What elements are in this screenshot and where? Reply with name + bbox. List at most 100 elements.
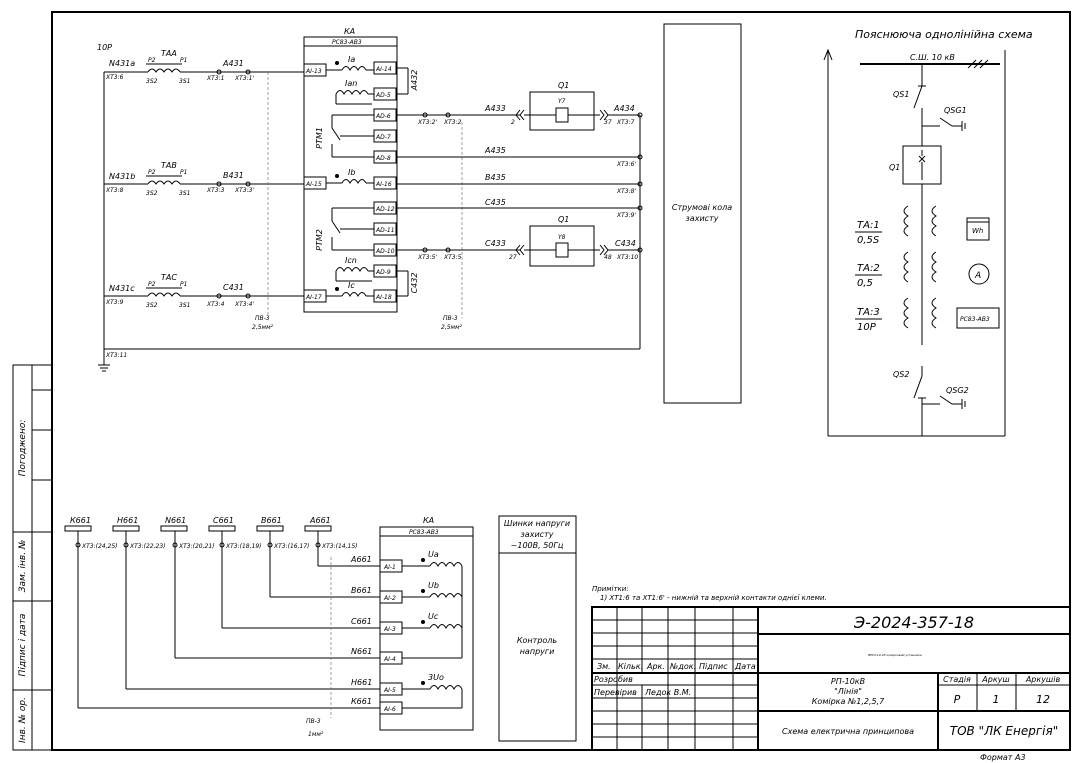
coil-3uo (429, 685, 463, 691)
bus-name-h661: Н661 (117, 516, 138, 525)
bus-name-k661: К661 (70, 516, 91, 525)
s1-b: 3S1 (179, 190, 190, 197)
ai-2: AI-2 (383, 595, 396, 602)
current-box-label-1: Струмові кола (672, 203, 732, 212)
ai-3: AI-3 (383, 626, 396, 633)
q1-box-top (529, 91, 595, 131)
ai-16: AI-16 (375, 181, 392, 188)
ad-12: AD-12 (375, 206, 395, 213)
ad-10: AD-10 (375, 248, 395, 255)
pin-27: 27 (509, 254, 517, 261)
row-wire-c661: С661 (351, 617, 372, 626)
bus-box-label-2: захисту (521, 530, 554, 539)
qs1-switch (913, 85, 923, 109)
relay-model-bottom: РС83-АВ3 (409, 529, 439, 536)
agreed-label: Погоджено: (18, 420, 28, 477)
term-xt3-7: XT3:7 (616, 119, 635, 126)
coil-ua (429, 562, 463, 568)
label-3uo: 3Uo (428, 673, 444, 682)
developed-label: Розробив (594, 675, 633, 684)
col-data: Дата (734, 662, 756, 671)
s2-b: 3S2 (146, 190, 158, 197)
label-ia: Ia (348, 55, 355, 64)
ct-group (903, 205, 937, 329)
term-k661: XT3:(24,25) (81, 543, 117, 550)
ad-6: AD-6 (375, 113, 391, 120)
stage-value: Р (954, 693, 961, 706)
term-xt3-2p: XT3:2' (417, 119, 437, 126)
sheets-value: 12 (1036, 693, 1050, 706)
q1-box-bottom (529, 225, 595, 267)
q1-label-top: Q1 (558, 81, 569, 90)
wh-label: Wh (972, 227, 983, 235)
bus-n431b: N431b (109, 172, 135, 181)
ad-7: AD-7 (375, 134, 391, 141)
term-h661: XT3:(22,23) (129, 543, 165, 550)
ai-17: AI-17 (305, 294, 322, 301)
wire-c432: С432 (410, 273, 419, 294)
ct-label-c: ТАС (161, 273, 177, 282)
protection-class-label: 10Р (97, 43, 112, 52)
coil-uc (429, 624, 463, 630)
p2-a: Р2 (148, 57, 156, 64)
pin-2: 2 (511, 119, 515, 126)
row-wire-a661: А661 (350, 555, 372, 564)
wire-c433: С433 (485, 239, 506, 248)
ground-term: XT3:11 (105, 352, 127, 359)
company-name: ТОВ "ЛК Енергія" (950, 724, 1059, 738)
relay-title-top: КА (344, 27, 355, 36)
col-zm: Зм. (597, 662, 611, 671)
wire-a432: А432 (410, 70, 419, 92)
ai-14: AI-14 (375, 66, 392, 73)
ta1-class: 0,5S (857, 235, 880, 246)
ai-5: AI-5 (383, 687, 396, 694)
label-icn: Icn (345, 256, 357, 265)
voltage-bus-b661: В661 XT3:(16,17) (256, 516, 309, 597)
coil-ib (341, 179, 367, 185)
q1-sld-label: Q1 (889, 163, 900, 172)
rtm1-label: РТМ1 (315, 127, 324, 149)
term1-c: XT3:4 (206, 301, 225, 308)
term-xt3-5: XT3:5 (443, 254, 462, 261)
bus-n431a: N431a (109, 59, 135, 68)
voltage-bus-c661: С661 XT3:(18,19) (208, 516, 261, 628)
term-xt3-6p: XT3:6' (616, 161, 636, 168)
wire-a435: А435 (484, 146, 506, 155)
ai-1: AI-1 (383, 564, 396, 571)
doc-code: Э-2024-357-18 (853, 613, 974, 632)
ad-8: AD-8 (375, 155, 391, 162)
title-block: Э-2024-357-18 ВРУ4-10 кВ комірковий уста… (591, 606, 1071, 751)
y7-label: Y7 (558, 98, 566, 105)
row-wire-n661: N661 (351, 647, 372, 656)
coil-ia (341, 66, 367, 72)
inv-replace-label: Зам. інв. № (18, 540, 28, 593)
ct-label-a: ТАА (161, 49, 177, 58)
qs1-label: QS1 (893, 90, 909, 99)
ta3-label: ТА:3 (857, 307, 880, 318)
pv-volt-label: ПВ-3 (306, 718, 321, 725)
pv2-label: ПВ-3 (443, 315, 458, 322)
ct-winding-a (147, 68, 181, 73)
project-line-1: РП-10кВ (831, 677, 865, 686)
term-start-b: XT3:8 (105, 187, 124, 194)
term1-a: XT3:1 (206, 75, 224, 82)
label-ub: Ub (428, 581, 439, 590)
ad-9: AD-9 (375, 269, 391, 276)
qsg2-label: QSG2 (946, 386, 969, 395)
s2-a: 3S2 (146, 78, 158, 85)
wh-meter (966, 217, 990, 241)
wire-c435: С435 (485, 198, 506, 207)
voltage-bus-k661: К661 XT3:(24,25) (64, 516, 117, 708)
p2-c: Р2 (148, 281, 156, 288)
bus-name-b661: В661 (261, 516, 282, 525)
ai-15: AI-15 (305, 181, 322, 188)
coil-ic (341, 292, 367, 298)
notes-title: Примітки: (592, 585, 629, 593)
term-xt3-9p: XT3:9' (616, 212, 636, 219)
term-c661: XT3:(18,19) (225, 543, 261, 550)
qsg1-label: QSG1 (944, 106, 967, 115)
sign-date-label: Підпис і дата (18, 614, 28, 677)
sld-title: Пояснююча однолінійна схема (855, 28, 1033, 41)
single-line-diagram: Пояснююча однолінійна схема С.Ш. 10 кВ Q… (823, 28, 1033, 437)
row-wire-k661: К661 (351, 697, 372, 706)
